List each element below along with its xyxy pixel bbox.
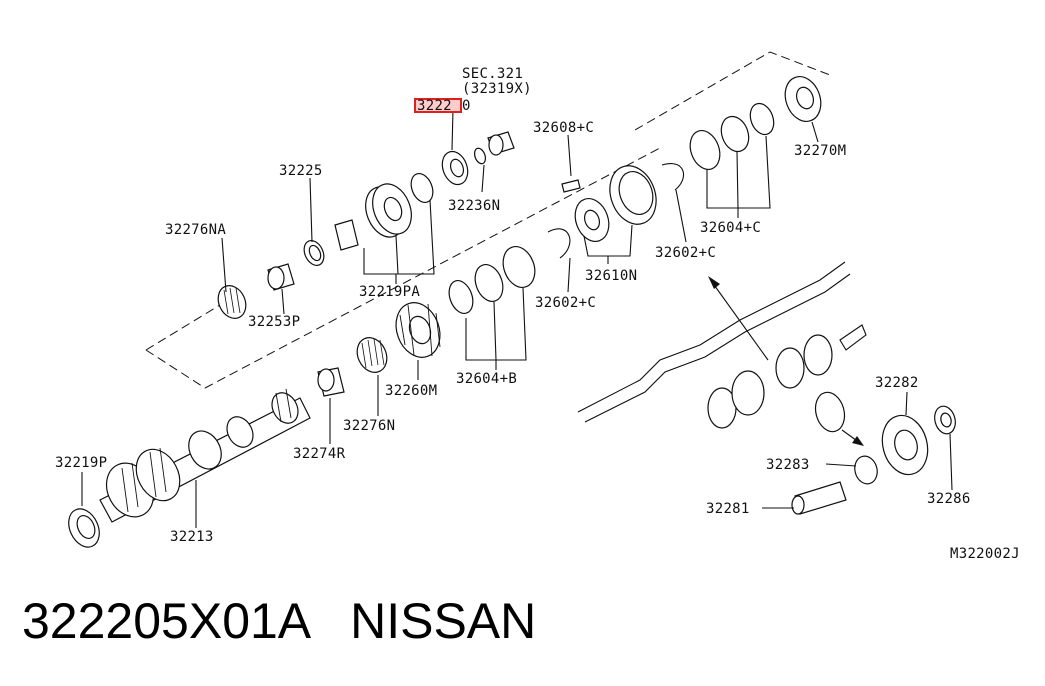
diagram-canvas: SEC.321 (32319X) 3222 0 32225 32276NA 32… <box>55 51 1020 562</box>
label-32225: 32225 <box>279 163 323 179</box>
main-shaft-32213 <box>99 388 311 523</box>
rings-32604B <box>448 246 536 315</box>
needle-bearing-32276N <box>356 337 388 373</box>
label-32286: 32286 <box>927 491 971 507</box>
washer-32286 <box>934 405 956 435</box>
label-32276NA: 32276NA <box>165 222 226 238</box>
group-boundary-right <box>634 51 831 131</box>
synchro-hub-32610N <box>574 198 610 242</box>
insert-32608C <box>561 179 581 193</box>
sleeve-32274R <box>317 367 345 397</box>
label-32281: 32281 <box>706 501 750 517</box>
gear-32260M <box>395 302 441 358</box>
washer-32225 <box>303 240 325 266</box>
brand-name: NISSAN <box>350 593 537 649</box>
label-sec321-line1: SEC.321 <box>462 66 523 82</box>
leader-lines <box>81 109 953 528</box>
bearing-32219P <box>68 508 100 548</box>
label-32219P: 32219P <box>55 455 107 471</box>
counter-shaft-outline <box>577 261 867 429</box>
label-32276N: 32276N <box>343 418 395 434</box>
label-highlighted-tail: 0 <box>462 98 471 114</box>
rings-32604C <box>689 102 775 170</box>
highlight-box <box>414 98 462 113</box>
bearing-sec321 <box>487 131 515 156</box>
idler-gear-32282 <box>881 414 929 476</box>
gear-32270M <box>784 76 822 122</box>
synchro-sleeve-32610N <box>609 165 657 225</box>
label-32283: 32283 <box>766 457 810 473</box>
label-32602C-top: 32602+C <box>655 245 716 261</box>
drawing-number: M322002J <box>950 546 1020 562</box>
label-highlighted-part: 3222 <box>417 98 452 114</box>
idler-gear-small <box>814 391 864 446</box>
gear-32222 <box>441 150 469 186</box>
shaft-32281 <box>791 481 847 515</box>
ring-32236N <box>473 147 487 165</box>
bearing-32219PA <box>334 172 434 251</box>
label-32604B: 32604+B <box>456 371 517 387</box>
part-number: 322205X01A <box>22 593 309 649</box>
part-caption: 322205X01A NISSAN <box>22 596 536 646</box>
direction-arrow <box>708 276 769 361</box>
label-32604C: 32604+C <box>700 220 761 236</box>
group-boundary-left <box>145 147 661 389</box>
label-32270M: 32270M <box>794 143 846 159</box>
label-32282: 32282 <box>875 375 919 391</box>
label-32610N: 32610N <box>585 268 637 284</box>
bearing-32283 <box>854 455 878 485</box>
label-32253P: 32253P <box>248 314 300 330</box>
group-boundary-left-top <box>145 304 221 351</box>
label-32608C: 32608+C <box>533 120 594 136</box>
label-32602C-mid: 32602+C <box>535 295 596 311</box>
sleeve-32253P <box>267 263 295 291</box>
snap-ring-32602C-mid <box>547 228 571 259</box>
label-32274R: 32274R <box>293 446 346 462</box>
label-32219PA: 32219PA <box>359 284 420 300</box>
label-32260M: 32260M <box>385 383 437 399</box>
label-sec321-line2: (32319X) <box>462 81 532 97</box>
label-32236N: 32236N <box>448 198 500 214</box>
snap-ring-32602C-top <box>661 163 685 191</box>
label-32213: 32213 <box>170 529 214 545</box>
needle-bearing-32276NA <box>217 285 247 319</box>
